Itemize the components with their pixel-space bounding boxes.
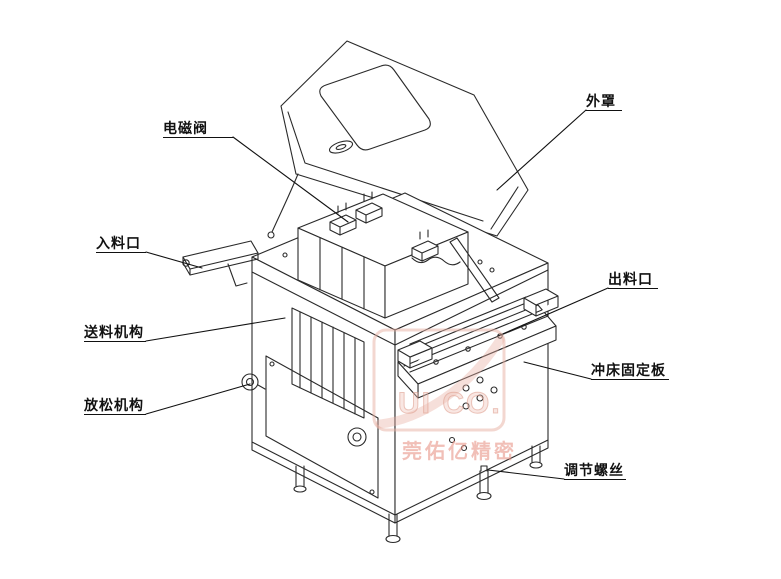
leader-adjusting-screw	[487, 469, 565, 480]
punch-fixing-plate	[397, 288, 559, 399]
leader-inlet	[145, 251, 203, 269]
watermark-logo: UI CO. 莞佑亿精密	[372, 328, 517, 463]
label-punch-fixing-plate: 冲床固定板	[591, 362, 669, 380]
watermark-logo-text: UI CO.	[398, 387, 502, 420]
label-release-mechanism: 放松机构	[84, 397, 146, 415]
label-inlet: 入料口	[96, 235, 146, 253]
label-solenoid-valve: 电磁阀	[163, 120, 233, 138]
leader-outlet	[497, 287, 609, 337]
leader-outer-cover	[496, 109, 587, 191]
leader-feeding-mechanism	[145, 317, 286, 342]
feeding-mechanism-slats	[291, 307, 365, 419]
label-outlet: 出料口	[608, 271, 658, 289]
die-set-block	[297, 191, 500, 319]
label-outer-cover: 外罩	[586, 93, 622, 111]
label-feeding-mechanism: 送料机构	[84, 324, 146, 342]
machine-body	[241, 192, 549, 524]
leader-release-mechanism	[145, 383, 251, 415]
leader-lines	[145, 109, 609, 480]
leader-solenoid-valve	[232, 136, 349, 223]
legs-and-feet	[293, 445, 543, 544]
leader-punch-fixing-plate	[523, 361, 592, 380]
label-adjusting-screw: 调节螺丝	[564, 462, 626, 480]
watermark-company-text: 莞佑亿精密	[402, 439, 517, 463]
feed-tray	[182, 240, 259, 287]
